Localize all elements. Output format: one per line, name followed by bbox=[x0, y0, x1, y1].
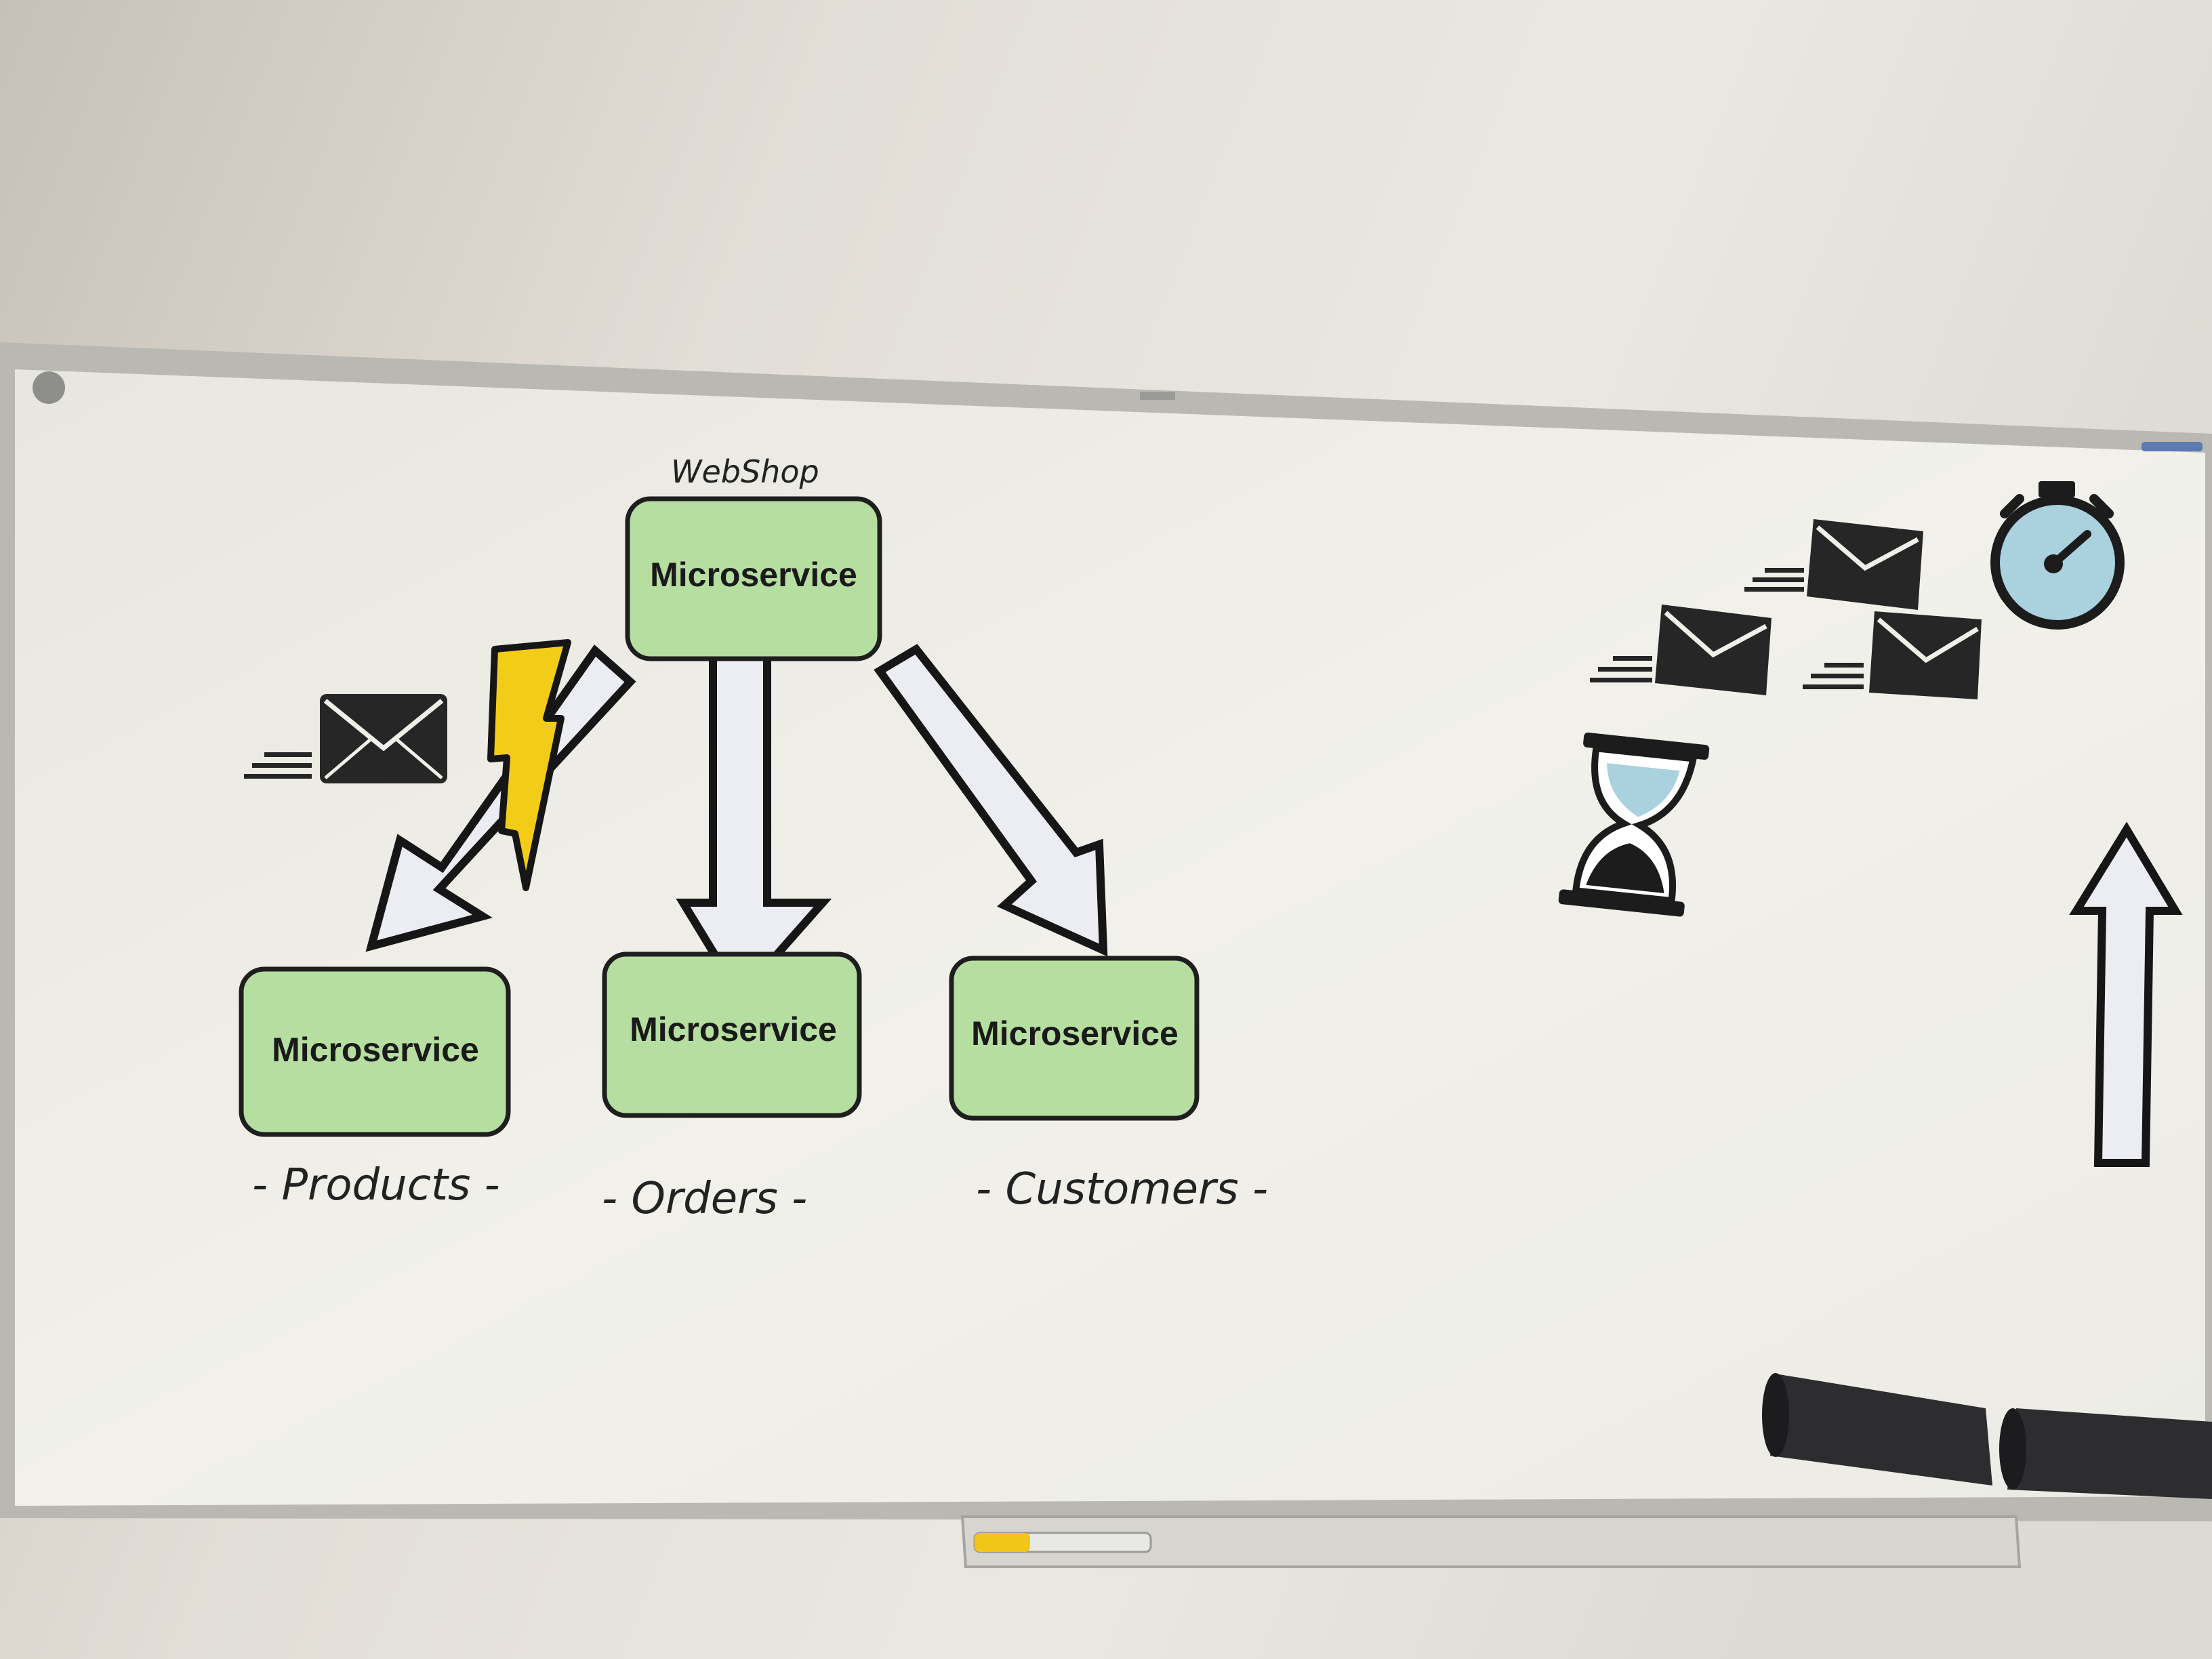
marker-tray bbox=[960, 1515, 2022, 1568]
envelope-icon bbox=[1590, 605, 1771, 695]
arrow-to-orders bbox=[676, 633, 832, 1004]
service-card-orders[interactable]: Microservice bbox=[602, 951, 862, 1118]
board-hook bbox=[1140, 392, 1175, 400]
products-caption: - Products - bbox=[252, 1160, 500, 1210]
eraser-right[interactable] bbox=[1999, 1408, 2212, 1499]
service-card-label: Microservice bbox=[630, 1010, 837, 1048]
marker-cap bbox=[975, 1533, 1030, 1552]
webshop-caption: WebShop bbox=[671, 453, 819, 490]
hourglass-icon bbox=[1558, 732, 1710, 917]
lightning-icon bbox=[487, 639, 571, 891]
envelope-icon bbox=[1803, 611, 1982, 699]
up-arrow-icon bbox=[2069, 821, 2183, 1167]
service-card-products[interactable]: Microservice bbox=[239, 966, 511, 1137]
orders-caption: - Orders - bbox=[602, 1174, 807, 1224]
service-card-label: Microservice bbox=[272, 1031, 479, 1069]
board-logo bbox=[33, 371, 65, 404]
envelope-icon bbox=[1744, 519, 1923, 610]
brand-badge bbox=[2142, 442, 2203, 451]
service-card-label: Microservice bbox=[650, 556, 857, 594]
service-card-customers[interactable]: Microservice bbox=[949, 956, 1200, 1121]
arrow-to-customers bbox=[874, 644, 1108, 957]
eraser-left[interactable] bbox=[1762, 1373, 1992, 1486]
envelope-icon bbox=[244, 694, 447, 783]
stopwatch-icon bbox=[1990, 481, 2125, 630]
service-card-webshop[interactable]: Microservice bbox=[625, 496, 882, 661]
customers-caption: - Customers - bbox=[976, 1164, 1268, 1214]
service-card-label: Microservice bbox=[971, 1015, 1179, 1052]
